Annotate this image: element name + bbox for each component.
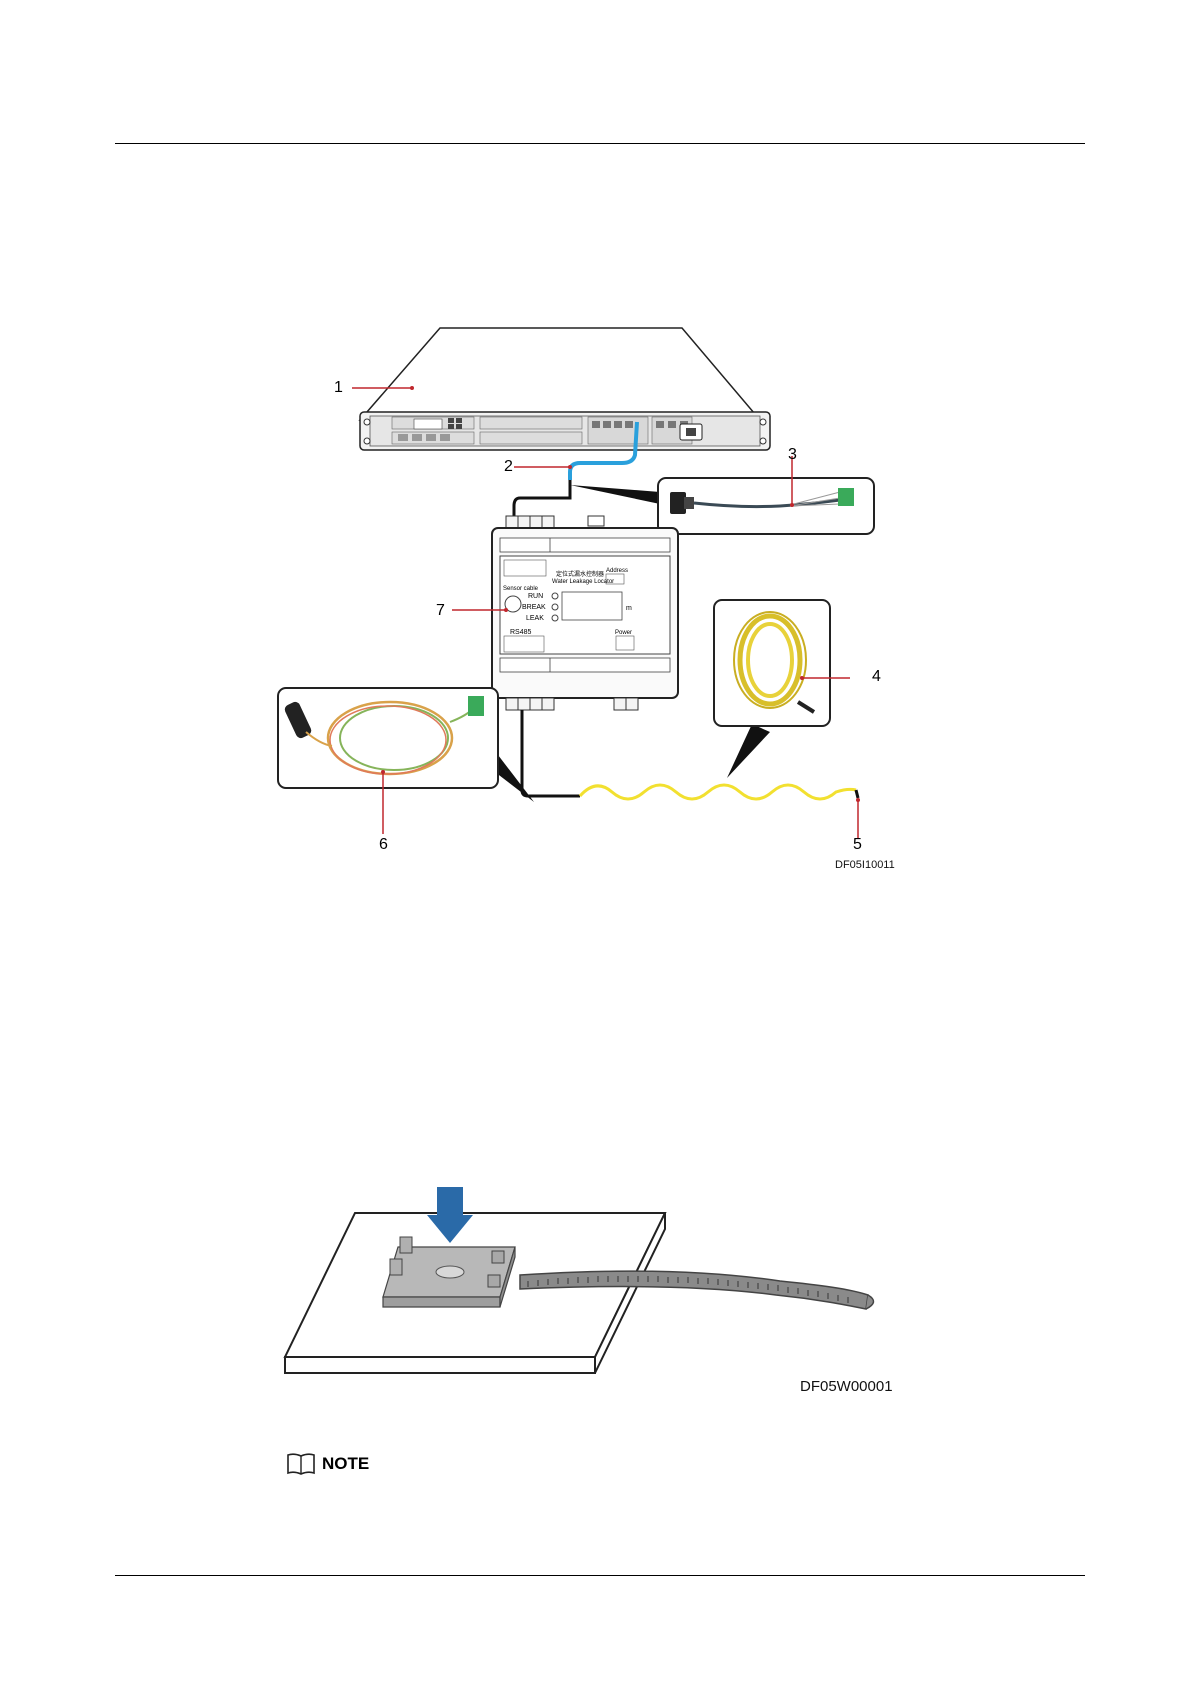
callout-5: 5 — [853, 836, 862, 854]
power-label: Power — [615, 630, 632, 636]
callout-6: 6 — [379, 836, 388, 854]
callout-3: 3 — [788, 446, 797, 464]
locator-address-label: Address — [606, 568, 628, 574]
callout-2: 2 — [504, 458, 513, 476]
figure1-code: DF05I10011 — [835, 859, 895, 871]
callout-7: 7 — [436, 602, 445, 620]
cable-tie-mount-diagram — [280, 1185, 900, 1385]
callout-4: 4 — [872, 668, 881, 686]
led-leak-label: LEAK — [526, 615, 544, 622]
rs485-label: RS485 — [510, 629, 532, 636]
locator-title-en: Water Leakage Locator — [552, 579, 614, 585]
cable-tie-mount — [383, 1237, 515, 1307]
header-rule — [115, 143, 1085, 144]
led-run-label: RUN — [528, 593, 543, 600]
connection-diagram: Sensor cable 定位式漏水控制器 Water Leakage Loca… — [270, 320, 920, 880]
note-label: NOTE — [322, 1454, 369, 1474]
monitoring-device — [360, 328, 770, 450]
locator-sensor-cable-label: Sensor cable — [503, 586, 539, 592]
footer-rule — [115, 1575, 1085, 1576]
figure2-code: DF05W00001 — [800, 1378, 893, 1395]
display-unit-label: m — [626, 605, 632, 612]
leak-sensor-cable — [580, 785, 856, 799]
water-leakage-locator — [492, 516, 678, 710]
callout-1: 1 — [334, 379, 343, 397]
locator-title-cn: 定位式漏水控制器 — [556, 570, 604, 578]
note-heading: NOTE — [286, 1452, 369, 1476]
book-icon — [286, 1452, 316, 1476]
led-break-label: BREAK — [522, 604, 546, 611]
